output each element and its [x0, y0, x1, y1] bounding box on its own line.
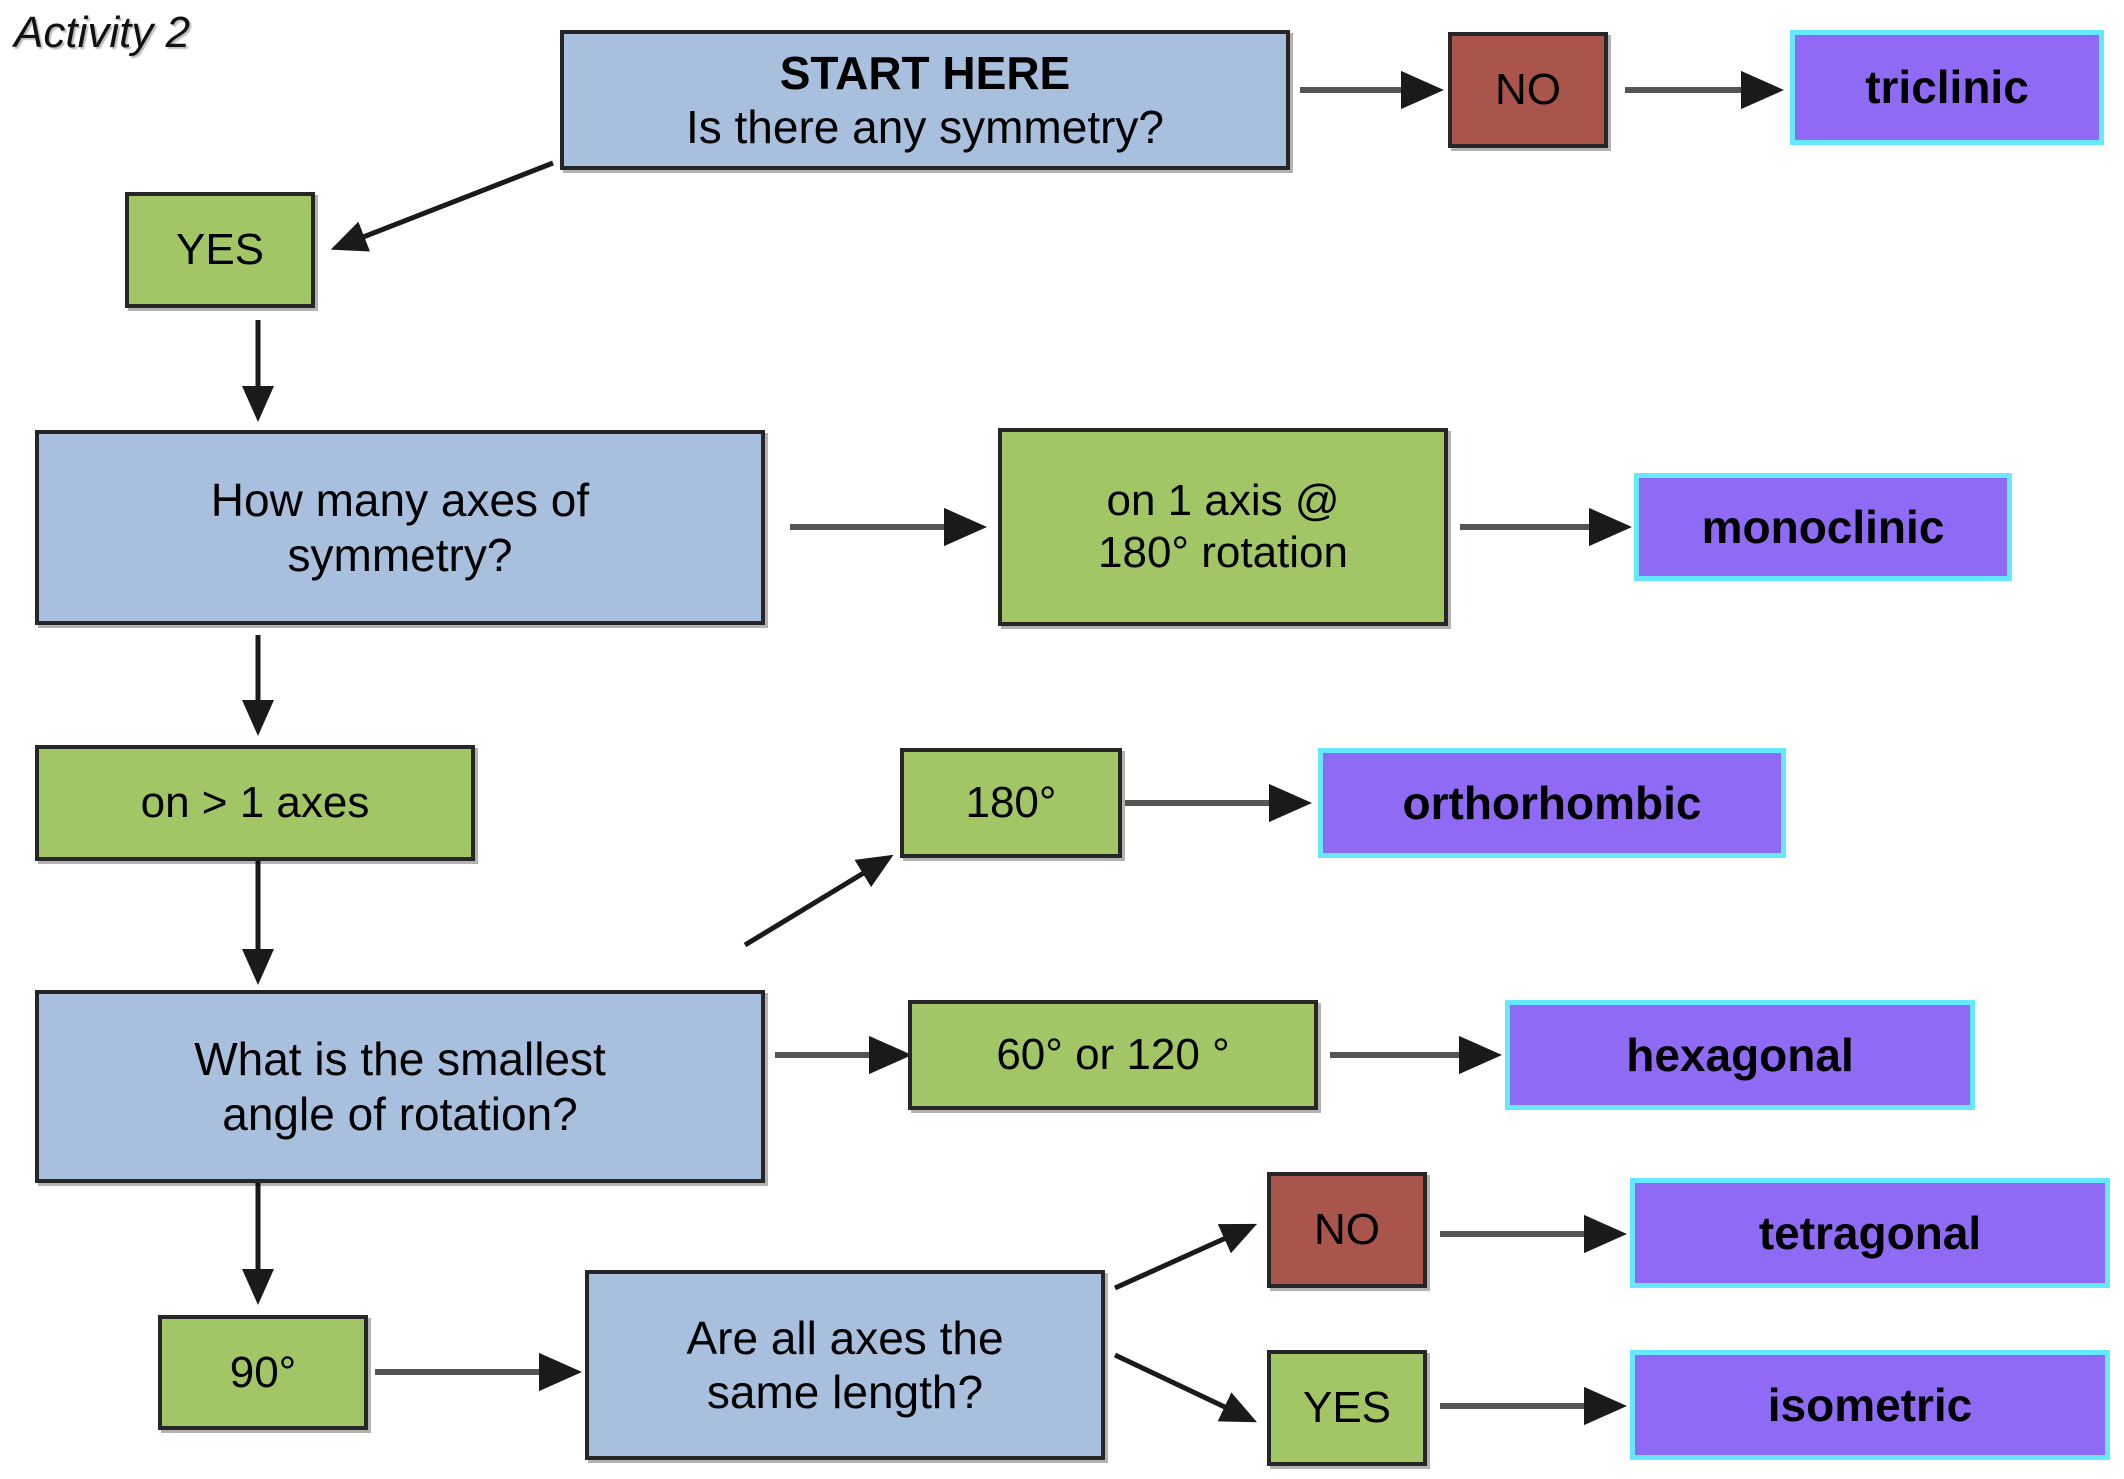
node-smallest-angle[interactable]: What is the smallest angle of rotation?: [35, 990, 765, 1183]
same-length-line2: same length?: [706, 1366, 984, 1418]
node-triclinic[interactable]: triclinic: [1790, 30, 2104, 145]
one-axis-line1: on 1 axis @: [1106, 476, 1340, 526]
node-hexagonal[interactable]: hexagonal: [1505, 1000, 1975, 1110]
node-angle-90[interactable]: 90°: [158, 1315, 368, 1430]
page-title: Activity 2: [14, 8, 191, 57]
start-heading: START HERE: [779, 46, 1071, 99]
node-yes-same-length[interactable]: YES: [1267, 1350, 1427, 1466]
node-start[interactable]: START HERE Is there any symmetry?: [560, 30, 1290, 170]
node-orthorhombic[interactable]: orthorhombic: [1318, 748, 1786, 858]
node-monoclinic[interactable]: monoclinic: [1634, 473, 2012, 581]
node-monoclinic-label: monoclinic: [1701, 500, 1945, 553]
node-orthorhombic-label: orthorhombic: [1402, 776, 1702, 829]
node-same-length[interactable]: Are all axes the same length?: [585, 1270, 1105, 1460]
how-many-axes-line1: How many axes of: [210, 474, 590, 527]
edge-angle-to-180: [743, 854, 894, 948]
node-isometric[interactable]: isometric: [1630, 1350, 2110, 1460]
smallest-angle-line2: angle of rotation?: [222, 1087, 578, 1140]
node-yes-same-length-label: YES: [1302, 1383, 1392, 1433]
edge-same-length-to-no: [1113, 1223, 1258, 1291]
node-yes-symmetry[interactable]: YES: [125, 192, 315, 308]
start-question: Is there any symmetry?: [685, 101, 1165, 153]
node-yes-symmetry-label: YES: [175, 225, 265, 275]
same-length-line1: Are all axes the: [686, 1311, 1004, 1364]
smallest-angle-line1: What is the smallest: [194, 1033, 606, 1086]
edge-start-to-yes: [330, 160, 554, 252]
node-no-symmetry-label: NO: [1495, 65, 1561, 115]
node-angle-60-120[interactable]: 60° or 120 °: [908, 1000, 1318, 1110]
node-one-axis[interactable]: on 1 axis @ 180° rotation: [998, 428, 1448, 626]
node-more-than-one-axis[interactable]: on > 1 axes: [35, 745, 475, 861]
node-how-many-axes[interactable]: How many axes of symmetry?: [35, 430, 765, 625]
node-angle-90-label: 90°: [229, 1347, 297, 1397]
node-angle-60-120-label: 60° or 120 °: [996, 1030, 1230, 1080]
edge-same-length-to-yes: [1113, 1352, 1258, 1423]
node-more-than-one-axis-label: on > 1 axes: [140, 778, 370, 828]
node-tetragonal[interactable]: tetragonal: [1630, 1178, 2110, 1288]
node-no-symmetry[interactable]: NO: [1448, 32, 1608, 148]
node-tetragonal-label: tetragonal: [1758, 1206, 1982, 1259]
how-many-axes-line2: symmetry?: [287, 528, 513, 581]
node-angle-180-label: 180°: [965, 778, 1057, 828]
node-no-same-length-label: NO: [1314, 1205, 1380, 1255]
node-hexagonal-label: hexagonal: [1626, 1028, 1854, 1081]
node-isometric-label: isometric: [1767, 1378, 1973, 1431]
node-angle-180[interactable]: 180°: [900, 748, 1122, 858]
node-triclinic-label: triclinic: [1865, 61, 2029, 114]
one-axis-line2: 180° rotation: [1098, 528, 1348, 577]
node-no-same-length[interactable]: NO: [1267, 1172, 1427, 1288]
